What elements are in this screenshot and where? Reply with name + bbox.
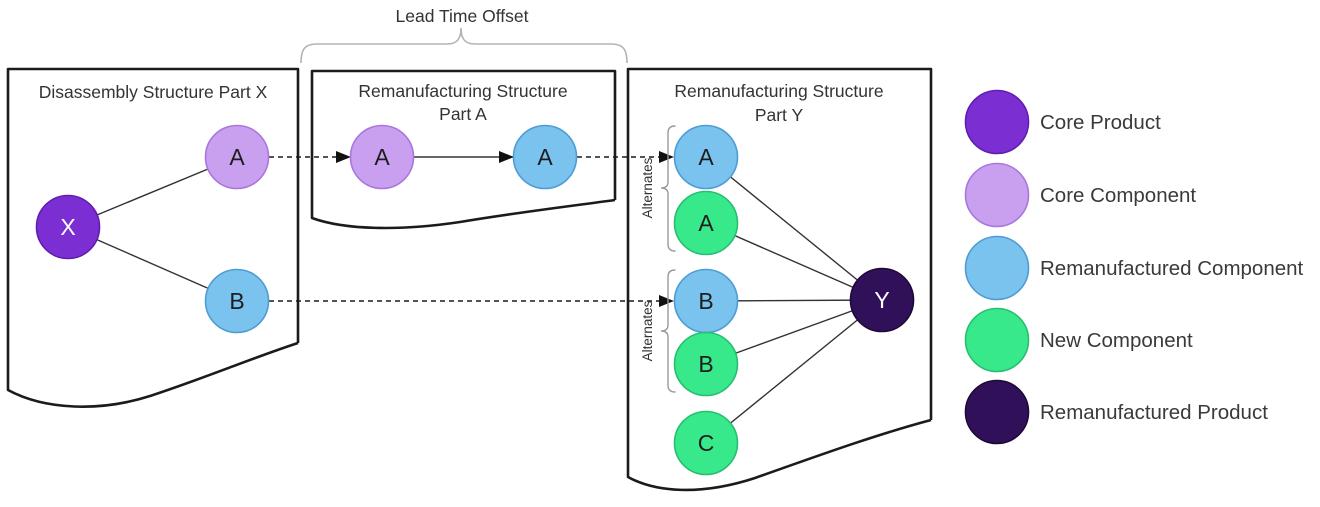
node-breman-party-label: B [698, 288, 713, 314]
panel-part-x-title: Disassembly Structure Part X [39, 82, 268, 102]
legend-item-remanufactured-product: Remanufactured Product [964, 379, 1268, 445]
node-areman-parta-label: A [537, 144, 553, 170]
node-b-partx-label: B [229, 288, 244, 314]
node-c-new-component-party [673, 410, 739, 476]
legend-item-new-component: New Component [964, 307, 1193, 373]
node-a-reman-component-parta [512, 124, 578, 190]
node-y-reman-product [849, 267, 915, 333]
node-a-new-component-party [673, 190, 739, 256]
node-acore-parta-label: A [374, 144, 390, 170]
legend-item-remanufactured-component: Remanufactured Component [964, 235, 1304, 301]
node-a-partx-label: A [229, 144, 245, 170]
node-x-core-product [35, 194, 101, 260]
alternates-bracket-a [660, 125, 676, 252]
legend-label-core-component: Core Component [1040, 184, 1196, 207]
legend-item-core-product: Core Product [964, 89, 1161, 155]
node-areman-party-label: A [698, 144, 714, 170]
alternates-label-a: Alternates [640, 157, 655, 218]
node-cnew-party-label: C [698, 430, 715, 456]
legend-label-remanufactured-component: Remanufactured Component [1040, 257, 1304, 280]
legend-swatch-remanufactured-product [964, 379, 1030, 445]
lead-time-brace [300, 27, 628, 64]
panel-part-a-title-line2: Part A [439, 104, 487, 124]
edge-areman-to-y [705, 156, 883, 301]
legend-swatch-remanufactured-component [964, 235, 1030, 301]
lead-time-offset-label: Lead Time Offset [396, 6, 529, 26]
panel-part-y-title-line1: Remanufacturing Structure [674, 81, 883, 101]
legend-label-core-product: Core Product [1040, 111, 1161, 134]
legend-swatch-new-component [964, 307, 1030, 373]
node-b-reman-component-partx [204, 268, 270, 334]
legend-swatch-core-product [964, 89, 1030, 155]
node-x-label: X [60, 214, 75, 240]
legend-item-core-component: Core Component [964, 162, 1196, 228]
legend-swatch-core-component [964, 162, 1030, 228]
node-bnew-party-label: B [698, 351, 713, 377]
node-a-core-component-parta [349, 124, 415, 190]
node-a-core-component-partx [204, 124, 270, 190]
legend-label-remanufactured-product: Remanufactured Product [1040, 401, 1268, 424]
node-b-new-component-party [673, 331, 739, 397]
panel-part-y-title-line2: Part Y [755, 105, 804, 125]
alternates-bracket-b [660, 269, 676, 393]
legend-label-new-component: New Component [1040, 329, 1193, 352]
legend: Core Product Core Component Remanufactur… [964, 89, 1304, 445]
node-anew-party-label: A [698, 210, 714, 236]
alternates-label-b: Alternates [640, 300, 655, 361]
edge-cnew-to-y [705, 299, 883, 444]
node-y-label: Y [874, 287, 889, 313]
node-a-reman-component-party [673, 124, 739, 190]
panel-part-a-title-line1: Remanufacturing Structure [358, 81, 567, 101]
